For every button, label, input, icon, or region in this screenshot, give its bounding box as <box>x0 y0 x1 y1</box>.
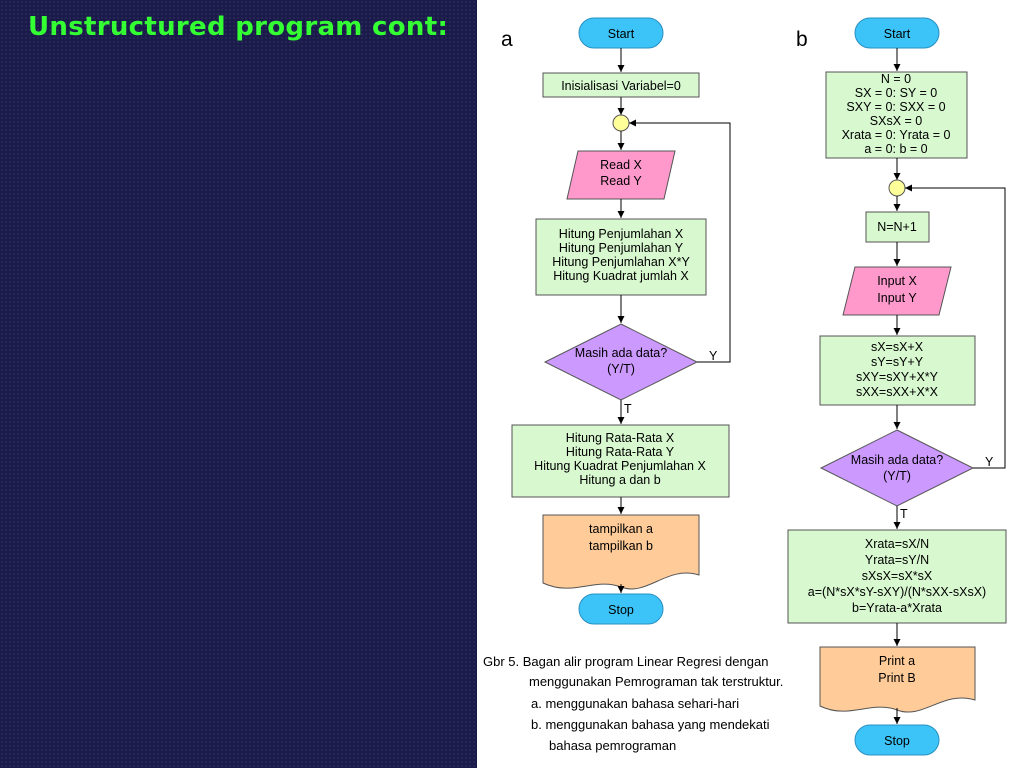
caption-item-b-cont: bahasa pemrograman <box>549 738 676 753</box>
b-compute-line2: sY=sY+Y <box>871 355 924 369</box>
a-results-line3: Hitung Kuadrat Penjumlahan X <box>534 459 706 473</box>
b-yes-loop <box>905 184 1006 469</box>
b-input-line1: Input X <box>877 274 917 288</box>
a-compute-line1: Hitung Penjumlahan X <box>559 227 684 241</box>
a-compute-box <box>535 218 707 296</box>
a-results-line1: Hitung Rata-Rata X <box>566 431 675 445</box>
b-compute-line3: sXY=sXY+X*Y <box>856 370 939 384</box>
a-init-box <box>542 72 700 98</box>
b-output-line2: Print B <box>878 671 916 685</box>
a-stop-text: Stop <box>608 603 634 617</box>
b-compute-box <box>819 335 976 406</box>
flowchart-panel: a Start Inisialisasi Variabel=0 Read X R… <box>477 0 1024 768</box>
b-yes-label: Y <box>985 455 994 469</box>
b-input-io <box>842 266 952 316</box>
b-init-box <box>825 71 968 159</box>
b-results-line2: Yrata=sY/N <box>865 553 929 567</box>
b-stop-text: Stop <box>884 734 910 748</box>
a-output-line2: tampilkan b <box>589 539 653 553</box>
flowchart-a: a Start Inisialisasi Variabel=0 Read X R… <box>501 17 731 625</box>
b-results-line1: Xrata=sX/N <box>865 537 929 551</box>
a-read-line1: Read X <box>600 158 642 172</box>
a-yes-label: Y <box>709 349 718 363</box>
b-decision <box>819 429 975 507</box>
b-results-line5: b=Yrata-a*Xrata <box>852 601 942 615</box>
b-init-line2: SX = 0: SY = 0 <box>855 86 938 100</box>
a-decision-line2: (Y/T) <box>607 362 635 376</box>
a-read-line2: Read Y <box>600 174 642 188</box>
b-loop-connector <box>888 179 906 197</box>
caption-title-cont: menggunakan Pemrograman tak terstruktur. <box>529 674 783 689</box>
b-results-line4: a=(N*sX*sY-sXY)/(N*sXX-sXsX) <box>808 585 986 599</box>
a-no-label: T <box>624 402 632 416</box>
a-init-text: Inisialisasi Variabel=0 <box>561 79 681 93</box>
a-loop-connector <box>612 114 630 132</box>
b-start-text: Start <box>884 27 911 41</box>
a-compute-line2: Hitung Penjumlahan Y <box>559 241 684 255</box>
flowchart-b-label: b <box>796 28 808 51</box>
a-output-line1: tampilkan a <box>589 522 653 536</box>
b-decision-line1: Masih ada data? <box>851 453 943 467</box>
b-input-line2: Input Y <box>877 291 917 305</box>
b-results-box <box>787 529 1007 624</box>
a-decision-line1: Masih ada data? <box>575 346 667 360</box>
a-results-line4: Hitung a dan b <box>579 473 660 487</box>
b-increment-text: N=N+1 <box>877 220 917 234</box>
b-init-line6: a = 0: b = 0 <box>864 142 927 156</box>
b-stop-terminal <box>854 724 940 756</box>
b-init-line3: SXY = 0: SXX = 0 <box>846 100 945 114</box>
caption-item-a: a. menggunakan bahasa sehari-hari <box>531 696 739 711</box>
a-compute-line3: Hitung Penjumlahan X*Y <box>552 255 690 269</box>
a-compute-line4: Hitung Kuadrat jumlah X <box>553 269 689 283</box>
b-init-line5: Xrata = 0: Yrata = 0 <box>842 128 951 142</box>
caption-title: Gbr 5. Bagan alir program Linear Regresi… <box>483 654 768 669</box>
b-no-label: T <box>900 507 908 521</box>
a-stop-terminal <box>578 593 664 625</box>
figure-caption: Gbr 5. Bagan alir program Linear Regresi… <box>483 654 783 753</box>
a-yes-loop <box>629 119 731 363</box>
caption-item-b: b. menggunakan bahasa yang mendekati <box>531 717 770 732</box>
b-compute-line1: sX=sX+X <box>871 340 924 354</box>
a-read-io <box>566 150 676 200</box>
a-results-line2: Hitung Rata-Rata Y <box>566 445 675 459</box>
b-init-line1: N = 0 <box>881 72 911 86</box>
b-results-line3: sXsX=sX*sX <box>862 569 933 583</box>
b-decision-line2: (Y/T) <box>883 469 911 483</box>
flowchart-b: b Start N = 0 SX = 0: SY = 0 SXY = 0: SX… <box>787 17 1007 756</box>
a-results-box <box>511 424 730 498</box>
b-compute-line4: sXX=sXX+X*X <box>856 385 939 399</box>
flowchart-a-label: a <box>501 28 513 51</box>
a-start-text: Start <box>608 27 635 41</box>
slide-title: Unstructured program cont: <box>28 12 449 42</box>
b-init-line4: SXsX = 0 <box>870 114 923 128</box>
b-output-line1: Print a <box>879 654 915 668</box>
flowchart-canvas: a Start Inisialisasi Variabel=0 Read X R… <box>483 17 1007 756</box>
